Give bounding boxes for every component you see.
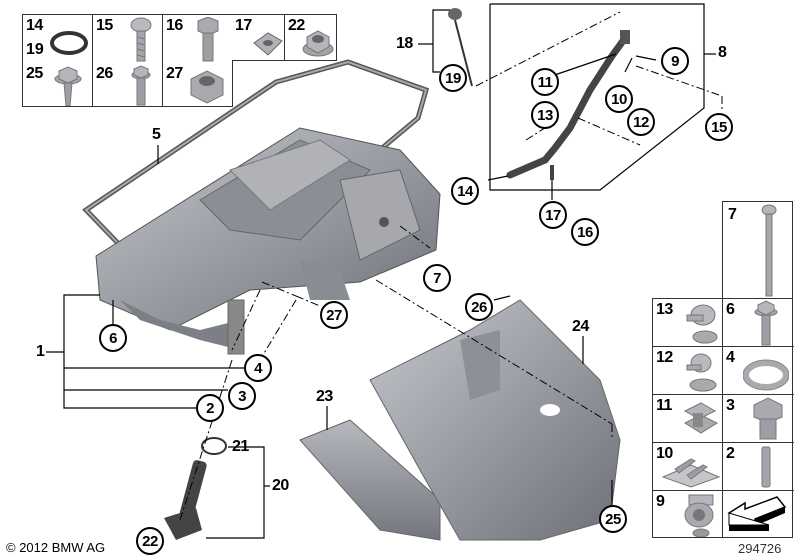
long-bolt-icon: [761, 204, 777, 297]
part-label: 9: [656, 493, 665, 510]
hex-collar-nut-icon: [190, 70, 224, 104]
pipe-clip-icon: [686, 304, 718, 344]
hex-bolt-icon: [197, 17, 219, 62]
part-label: 6: [726, 301, 735, 318]
spring-clip-icon: [683, 402, 719, 434]
holder-bracket-icon: [661, 458, 721, 488]
callout-22: 22: [136, 527, 164, 555]
flange-nut-icon: [302, 30, 334, 57]
grid-cell-25[interactable]: 25: [23, 63, 93, 106]
oil-level-sensor: [164, 437, 227, 540]
callout-9: 9: [661, 47, 689, 75]
callout-18: 18: [396, 35, 413, 52]
part-label: 12: [656, 349, 673, 366]
grid-cell-27[interactable]: 27: [163, 63, 233, 106]
heat-shield-24: [369, 299, 621, 541]
part-label: 26: [96, 65, 113, 82]
hex-flange-screw-icon: [54, 66, 82, 106]
grid-cell-2[interactable]: 2: [723, 443, 794, 491]
grid-cell-10[interactable]: 10: [653, 443, 723, 491]
flange-bolt-icon: [754, 300, 778, 346]
part-label: 25: [26, 65, 43, 82]
oil-pan: [95, 127, 441, 355]
grid-cell-22[interactable]: 22: [285, 15, 337, 61]
part-label: 3: [726, 397, 735, 414]
callout-27: 27: [320, 301, 348, 329]
grid-cell-14-19[interactable]: 14 19: [23, 15, 93, 65]
part-label: 14: [26, 17, 43, 34]
dipstick: [448, 8, 473, 87]
part-label: 19: [26, 41, 44, 58]
grid-cell-4[interactable]: 4: [723, 347, 794, 395]
callout-25: 25: [599, 505, 627, 533]
torx-screw-icon: [130, 17, 152, 62]
callout-16: 16: [571, 218, 599, 246]
orientation-arrow-icon: [727, 496, 787, 531]
callout-11: 11: [531, 68, 559, 96]
callout-24: 24: [572, 318, 589, 335]
part-label: 22: [288, 17, 305, 34]
callout-12: 12: [627, 108, 655, 136]
pipe-clip-small-icon: [686, 353, 717, 392]
hardware-grid-top-left-row2: 25 26 27: [22, 63, 233, 107]
sealing-ring-icon: [743, 359, 789, 391]
part-label: 2: [726, 445, 735, 462]
grid-cell-13[interactable]: 13: [653, 299, 723, 347]
part-label: 10: [656, 445, 673, 462]
grid-cell-17[interactable]: 17: [232, 15, 285, 61]
grid-cell-26[interactable]: 26: [93, 63, 163, 106]
diagram-number: 294726: [738, 541, 782, 556]
callout-19: 19: [439, 64, 467, 92]
callout-5: 5: [152, 126, 161, 143]
part-label: 7: [728, 206, 737, 223]
callout-15: 15: [705, 113, 733, 141]
part-label: 16: [166, 17, 183, 34]
hardware-grid-top-left-2: 17 22: [232, 14, 337, 61]
callout-13: 13: [531, 101, 559, 129]
callout-6: 6: [99, 324, 127, 352]
callout-10: 10: [605, 85, 633, 113]
drain-plug-icon: [753, 397, 783, 440]
leader-lines: [46, 3, 716, 539]
right-grid-rows: 13 6 12 4 11 3: [652, 298, 794, 538]
callout-14: 14: [451, 177, 479, 205]
callout-2: 2: [196, 394, 224, 422]
stud-bolt-icon: [761, 446, 771, 488]
part-label: 13: [656, 301, 673, 318]
part-label: 11: [656, 397, 672, 414]
callout-23: 23: [316, 388, 333, 405]
callout-20: 20: [272, 477, 289, 494]
callout-8: 8: [718, 44, 727, 61]
copyright-text: © 2012 BMW AG: [6, 540, 106, 555]
callout-26: 26: [465, 293, 493, 321]
grid-cell-12[interactable]: 12: [653, 347, 723, 395]
self-tapping-screw-icon: [131, 65, 151, 106]
grid-cell-6[interactable]: 6: [723, 299, 794, 347]
callout-21: 21: [232, 438, 249, 455]
o-ring-icon: [50, 31, 88, 55]
callout-17: 17: [539, 201, 567, 229]
callout-4: 4: [244, 354, 272, 382]
part-label: 17: [235, 17, 252, 34]
grid-cell-orientation-arrow: [723, 491, 794, 538]
grid-cell-3[interactable]: 3: [723, 395, 794, 443]
grid-cell-7[interactable]: 7: [722, 201, 793, 299]
callout-3: 3: [228, 382, 256, 410]
part-label: 15: [96, 17, 113, 34]
callout-7: 7: [423, 264, 451, 292]
part-label: 4: [726, 349, 735, 366]
callout-1: 1: [36, 343, 45, 360]
part-label: 27: [166, 65, 183, 82]
clip-nut-icon: [253, 32, 283, 56]
grid-cell-9[interactable]: 9: [653, 491, 723, 538]
heat-shield-23: [299, 419, 441, 541]
cable-holder-icon: [684, 494, 714, 537]
grid-cell-11[interactable]: 11: [653, 395, 723, 443]
